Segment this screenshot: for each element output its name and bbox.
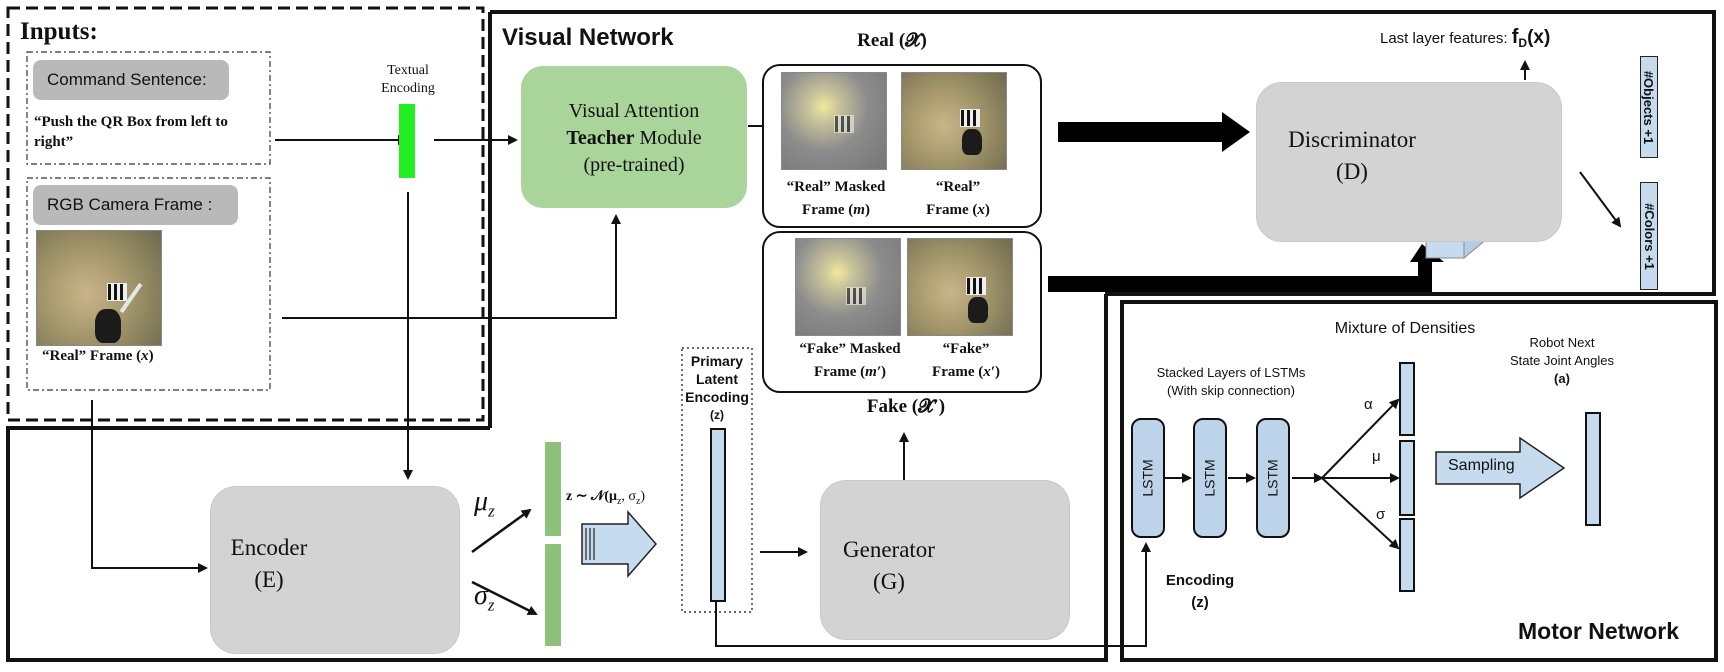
discriminator-box: [1256, 82, 1562, 242]
textual-encoding-bar: [399, 104, 415, 178]
mu-z-label: μz: [474, 486, 495, 521]
fake-x-title: Fake (𝓧′): [866, 396, 946, 417]
real-frame-caption: “Real” Frame (x): [42, 348, 154, 364]
primary-latent-label: Primary Latent Encoding (z): [685, 353, 749, 422]
generator-box: [820, 480, 1070, 640]
motor-sampling-arrow: [1435, 436, 1566, 500]
real-to-discriminator-arrow: [1058, 112, 1250, 152]
motor-network-title: Motor Network: [1518, 618, 1679, 644]
lstm-cell-1: LSTM: [1131, 418, 1165, 538]
motor-network-frame: [1120, 300, 1718, 662]
command-sentence-label: Command Sentence:: [33, 60, 229, 100]
teacher-module-label: Visual Attention Teacher Module (pre-tra…: [566, 100, 702, 176]
fake-to-discriminator-arrow: [1048, 244, 1444, 292]
lstm-cell-3: LSTM: [1256, 418, 1290, 538]
real-frame-thumb: [901, 72, 1007, 170]
sigma-z-label: σz: [474, 580, 495, 615]
textual-encoding-label: Textual Encoding: [381, 63, 435, 96]
inputs-frame: [6, 6, 485, 422]
fake-frame-thumb: [907, 238, 1013, 336]
objects-output-bar: #Objects +1: [1640, 56, 1658, 158]
real-frame-image: [36, 230, 162, 346]
encoder-frame: [6, 294, 1108, 662]
real-x-title: Real (𝓧): [857, 30, 927, 51]
lstm-cell-2: LSTM: [1193, 418, 1227, 538]
visual-network-title: Visual Network: [502, 24, 674, 51]
joint-angles-output-bar: [1585, 412, 1601, 526]
command-box: [26, 51, 271, 165]
latent-frame: [681, 347, 753, 613]
inputs-title: Inputs:: [20, 18, 98, 45]
alpha-output-bar: [1399, 362, 1415, 436]
sigma-label: σ: [1376, 506, 1386, 523]
rgb-box: [26, 177, 271, 391]
real-masked-caption: “Real” Masked Frame (m): [786, 179, 886, 218]
mu-vector-bar: [545, 442, 561, 536]
sampling-label: Sampling: [1448, 457, 1515, 474]
generator-label: Generator (G): [843, 537, 935, 594]
fake-caption: “Fake” Frame (x′): [932, 341, 1000, 380]
sigma-vector-bar: [545, 544, 561, 646]
robot-next-state-label: Robot Next State Joint Angles (a): [1509, 335, 1615, 386]
stacked-lstm-title: Stacked Layers of LSTMs (With skip conne…: [1156, 365, 1306, 398]
discriminator-label: Discriminator (D): [1288, 127, 1416, 184]
real-masked-frame-image: [781, 72, 887, 170]
latent-sampling-arrow: [581, 510, 657, 578]
fake-masked-caption: “Fake” Masked Frame (m′): [799, 341, 901, 380]
mu-output-bar: [1399, 440, 1415, 516]
visual-network-frame-top: [490, 10, 1716, 296]
colors-output-bar: #Colors +1: [1640, 182, 1658, 290]
latent-vector-bar: [710, 428, 726, 602]
command-text-line2: right”: [34, 134, 74, 150]
latent-sampling-formula: z ∼ 𝒩(μz, σz): [566, 489, 646, 507]
fake-masked-frame-image: [795, 238, 901, 336]
encoder-label: Encoder (E): [230, 535, 308, 592]
mu-label: μ: [1372, 448, 1381, 465]
sigma-output-bar: [1399, 518, 1415, 592]
encoder-box: [210, 486, 460, 654]
rgb-camera-label: RGB Camera Frame :: [33, 185, 238, 225]
alpha-label: α: [1364, 396, 1373, 413]
motor-encoding-label: Encoding (z): [1165, 572, 1235, 611]
real-caption: “Real” Frame (x): [926, 179, 990, 218]
command-text-line1: “Push the QR Box from left to: [34, 114, 228, 130]
teacher-module: [521, 66, 747, 208]
last-layer-features: Last layer features: fD(x): [1380, 26, 1551, 50]
mixture-of-densities-title: Mixture of Densities: [1334, 320, 1476, 337]
